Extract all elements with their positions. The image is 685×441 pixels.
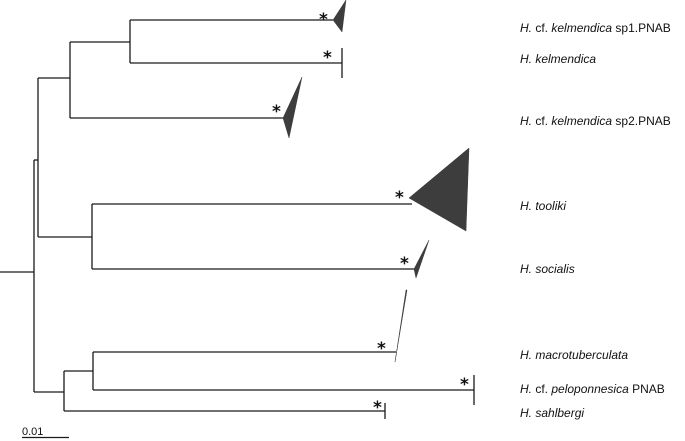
clade-kelm-sp2 — [282, 76, 303, 139]
taxon-labels: H. cf. kelmendica sp1.PNAB H. kelmendica… — [520, 21, 671, 420]
clade-tooliki — [408, 147, 470, 232]
taxon-label-kelm-sp1: H. cf. kelmendica sp1.PNAB — [520, 21, 671, 35]
support-asterisk: * — [373, 398, 382, 418]
clade-macro — [394, 289, 408, 363]
support-asterisk: * — [319, 10, 328, 30]
collapsed-clades — [282, 0, 470, 363]
taxon-label-kelm-sp2: H. cf. kelmendica sp2.PNAB — [520, 114, 671, 128]
clade-socialis — [413, 239, 430, 279]
support-asterisk: * — [460, 375, 469, 395]
taxon-label-pelop: H. cf. peloponnesica PNAB — [520, 382, 665, 396]
support-asterisk: * — [377, 339, 386, 359]
taxon-label-kelm: H. kelmendica — [520, 52, 596, 66]
taxon-label-macro: H. macrotuberculata — [520, 348, 628, 362]
taxon-label-tooliki: H. tooliki — [520, 199, 566, 213]
scale-bar-label: 0.01 — [22, 426, 43, 438]
support-markers: * * * * * * * * — [272, 10, 469, 418]
clade-kelm-sp1 — [332, 0, 347, 33]
scale-bar: 0.01 — [22, 426, 69, 439]
taxon-label-sahl: H. sahlbergi — [520, 406, 584, 420]
support-asterisk: * — [323, 48, 332, 68]
tree-branches — [0, 19, 475, 419]
taxon-label-socialis: H. socialis — [520, 262, 575, 276]
support-asterisk: * — [395, 188, 404, 208]
support-asterisk: * — [272, 102, 281, 122]
support-asterisk: * — [400, 254, 409, 274]
